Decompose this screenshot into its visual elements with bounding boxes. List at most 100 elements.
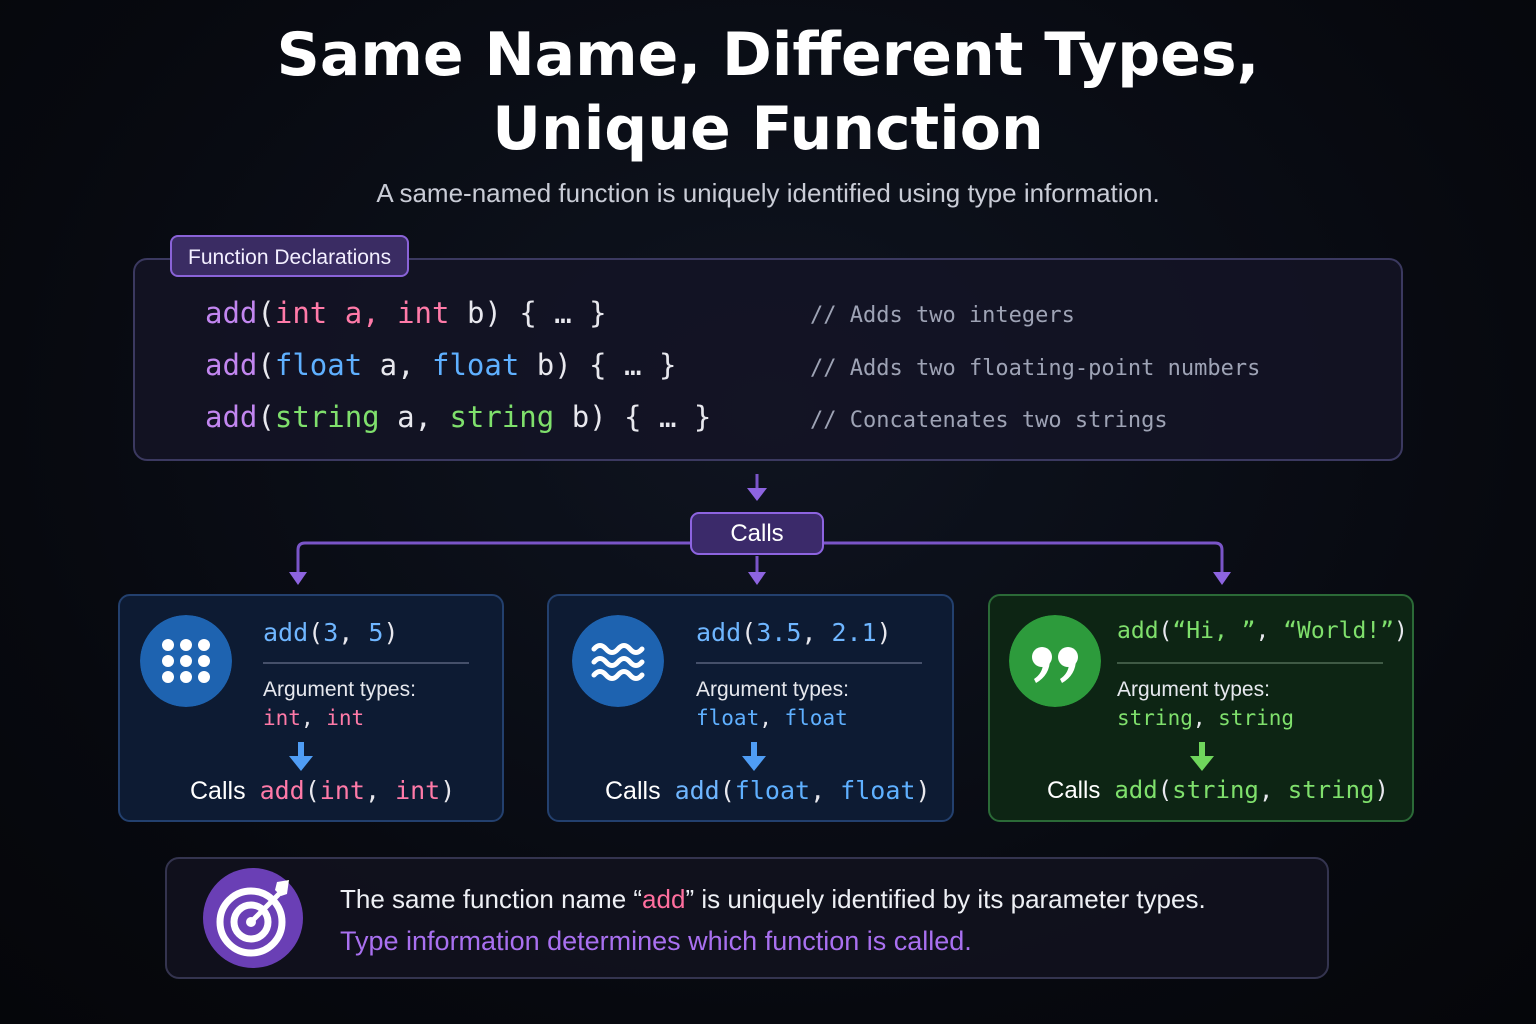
- argument-types: int, int: [263, 706, 364, 730]
- decl-arg: b) { … }: [449, 296, 607, 330]
- declaration-comment-float: // Adds two floating-point numbers: [810, 356, 1261, 381]
- call-token: 3.5: [756, 618, 802, 647]
- decl-arg: a,: [362, 348, 433, 382]
- arrow-head: [289, 572, 307, 585]
- quote-icon: [1009, 615, 1101, 707]
- argument-types: string, string: [1117, 706, 1294, 730]
- call-token: ,: [1255, 618, 1284, 644]
- grid-dots-icon: [140, 615, 232, 707]
- declaration-comment-string: // Concatenates two strings: [810, 408, 1168, 433]
- target-icon: [203, 868, 303, 968]
- call-fn: add: [263, 618, 309, 647]
- call-expression: add(3.5, 2.1): [696, 618, 892, 647]
- decl-paren: (: [257, 348, 275, 382]
- arg-type: float: [784, 706, 848, 730]
- call-token: 5: [368, 618, 384, 647]
- result-token: ,: [364, 776, 396, 805]
- declaration-line-string: add(string a, string b) { … }: [205, 400, 711, 434]
- divider: [696, 662, 922, 664]
- summary-panel: [165, 857, 1329, 979]
- calls-word: Calls: [605, 777, 661, 805]
- decl-paren: (: [257, 296, 275, 330]
- result-token: int: [319, 776, 365, 805]
- call-token: ): [383, 618, 399, 647]
- argument-types-label: Argument types:: [263, 678, 416, 701]
- decl-type: int: [274, 296, 328, 330]
- argument-types-label: Argument types:: [696, 678, 849, 701]
- call-token: ,: [801, 618, 832, 647]
- decl-arg: b) { … }: [519, 348, 677, 382]
- result-token: string: [1287, 776, 1375, 804]
- summary-highlight: add: [642, 884, 686, 914]
- declaration-comment-int: // Adds two integers: [810, 303, 1075, 328]
- argument-types-label: Argument types:: [1117, 678, 1270, 701]
- arrow-head: [1213, 572, 1231, 585]
- decl-type: int: [397, 296, 450, 330]
- call-token: (: [1158, 618, 1173, 644]
- arrow-head: [747, 488, 767, 501]
- result-token: ,: [810, 776, 841, 805]
- result-token: (: [719, 776, 735, 805]
- result-token: add: [1114, 776, 1158, 804]
- declarations-tag: Function Declarations: [170, 235, 410, 277]
- decl-type: string: [449, 400, 555, 434]
- decl-type: float: [274, 348, 363, 382]
- result-token: string: [1172, 776, 1259, 804]
- call-token: ): [876, 618, 892, 647]
- result-token: (: [304, 776, 320, 805]
- decl-arg: b) { … }: [554, 400, 712, 434]
- summary-text-part: ” is uniquely identified by its paramete…: [685, 884, 1206, 914]
- decl-paren: (: [257, 400, 275, 434]
- call-token: (: [308, 618, 324, 647]
- title-line-2: Unique Function: [492, 94, 1044, 164]
- result-token: int: [395, 776, 441, 805]
- call-token: ,: [338, 618, 369, 647]
- summary-emphasis: Type information determines which functi…: [340, 926, 972, 956]
- result-token: (: [1157, 776, 1173, 804]
- call-card-float: add(3.5, 2.1) Argument types: float, flo…: [547, 594, 954, 822]
- call-token: ): [1393, 618, 1408, 644]
- decl-fn-name: add: [205, 400, 258, 434]
- decl-fn-name: add: [205, 296, 258, 330]
- call-token: 2.1: [831, 618, 877, 647]
- arg-type: int: [263, 706, 301, 730]
- summary-text: The same function name “add” is uniquely…: [340, 884, 1206, 915]
- calls-word: Calls: [1047, 777, 1101, 804]
- result-token: ,: [1258, 776, 1288, 804]
- result-token: ): [440, 776, 456, 805]
- result-token: add: [259, 776, 305, 805]
- decl-fn-name: add: [205, 348, 258, 382]
- page-title: Same Name, Different Types, Unique Funct…: [0, 18, 1536, 166]
- connector-line: [824, 541, 1224, 572]
- arg-type: string: [1218, 706, 1295, 730]
- arg-sep: ,: [1192, 706, 1219, 730]
- call-token: “Hi, ”: [1172, 618, 1256, 644]
- decl-arg: a,: [327, 296, 398, 330]
- call-expression: add(“Hi, ”, “World!”): [1117, 618, 1408, 644]
- arrow-down-icon: [742, 742, 766, 771]
- summary-text-part: The same function name “: [340, 884, 643, 914]
- calls-word: Calls: [190, 777, 246, 805]
- divider: [263, 662, 469, 664]
- calls-label: Calls: [690, 512, 824, 555]
- declarations-panel: [133, 258, 1403, 461]
- call-fn: add: [1117, 618, 1159, 644]
- divider: [1117, 662, 1383, 664]
- declaration-line-float: add(float a, float b) { … }: [205, 348, 676, 382]
- result-token: float: [734, 776, 811, 805]
- title-line-1: Same Name, Different Types,: [276, 20, 1260, 90]
- call-token: (: [741, 618, 757, 647]
- call-token: “World!”: [1283, 618, 1394, 644]
- decl-arg: a,: [379, 400, 450, 434]
- result-token: add: [674, 776, 720, 805]
- arrow-down-icon: [289, 742, 313, 771]
- call-fn: add: [696, 618, 742, 647]
- result-token: ): [915, 776, 931, 805]
- decl-type: float: [432, 348, 520, 382]
- arrow-down-icon: [1190, 742, 1214, 771]
- arg-type: int: [326, 706, 365, 730]
- result-token: ): [1374, 776, 1389, 804]
- connector-line: [296, 541, 690, 572]
